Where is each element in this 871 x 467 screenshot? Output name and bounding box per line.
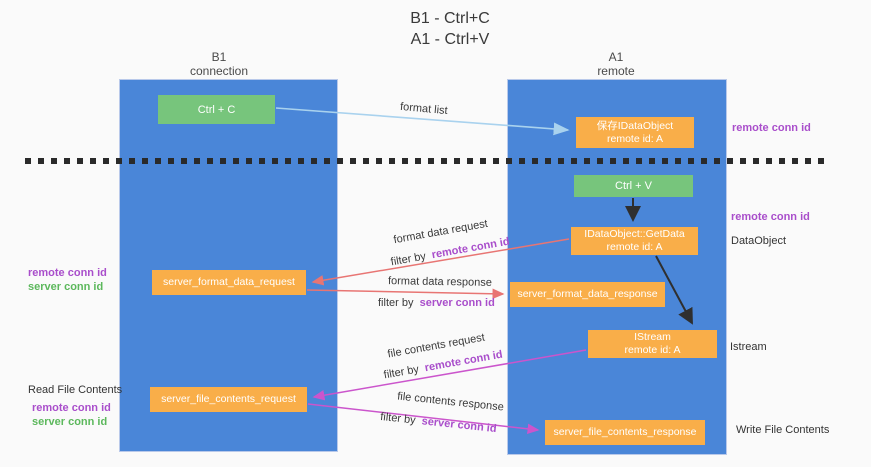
title-line-2: A1 - Ctrl+V xyxy=(410,31,490,48)
ctrl-c-label: Ctrl + C xyxy=(197,103,236,116)
filter-by-text: filter by xyxy=(389,250,427,269)
lane-b1-title: B1 xyxy=(211,50,227,64)
filter-by-text: filter by xyxy=(379,410,417,427)
annotation-write-file-contents: Write File Contents xyxy=(736,424,830,436)
server-file-contents-response-box: server_file_contents_response xyxy=(545,420,705,445)
server-conn-id-text: server conn id xyxy=(419,297,495,309)
label-filter-by-server-1: filter by server conn id xyxy=(378,297,495,309)
diagram-title: B1 - Ctrl+C A1 - Ctrl+V xyxy=(330,8,570,50)
save-dataobject-line1: 保存IDataObject xyxy=(596,119,674,132)
server-conn-id-text: server conn id xyxy=(421,415,498,436)
annotation-server-conn-id-left: server conn id xyxy=(28,281,104,293)
annotation-server-conn-id-bottom-left: server conn id xyxy=(32,416,108,428)
annotation-remote-conn-id-mid: remote conn id xyxy=(731,211,810,223)
server-format-data-response-label: server_format_data_response xyxy=(517,288,658,300)
annotation-istream: Istream xyxy=(730,341,767,353)
label-filter-by-server-2: filter by server conn id xyxy=(380,411,497,435)
getdata-line1: IDataObject::GetData xyxy=(584,228,685,240)
lane-a1-subtitle: remote xyxy=(597,64,635,78)
server-file-contents-response-label: server_file_contents_response xyxy=(553,426,697,438)
title-line-1: B1 - Ctrl+C xyxy=(410,10,490,27)
getdata-box: IDataObject::GetData remote id: A xyxy=(571,227,698,255)
annotation-read-file-contents: Read File Contents xyxy=(28,384,123,396)
save-dataobject-box: 保存IDataObject remote id: A xyxy=(576,117,694,148)
save-dataobject-line2: remote id: A xyxy=(606,132,664,145)
server-file-contents-request-label: server_file_contents_request xyxy=(161,393,296,405)
ctrl-v-label: Ctrl + V xyxy=(615,180,652,192)
lane-header-a1: A1 remote xyxy=(507,50,725,78)
getdata-line2: remote id: A xyxy=(606,241,663,253)
filter-by-text: filter by xyxy=(382,363,420,382)
istream-line2: remote id: A xyxy=(624,344,681,356)
phase-separator-dashed-line xyxy=(25,158,831,164)
istream-line1: IStream xyxy=(634,331,671,343)
label-format-list: format list xyxy=(399,100,449,118)
server-format-data-request-label: server_format_data_request xyxy=(163,276,295,288)
annotation-remote-conn-id-top: remote conn id xyxy=(732,122,811,134)
ctrl-c-box: Ctrl + C xyxy=(158,95,275,124)
annotation-remote-conn-id-bottom-left: remote conn id xyxy=(32,402,111,414)
lane-header-b1: B1 connection xyxy=(119,50,319,78)
lane-b1-subtitle: connection xyxy=(189,64,249,78)
remote-conn-id-text: remote conn id xyxy=(430,235,511,262)
ctrl-v-box: Ctrl + V xyxy=(574,175,693,197)
label-format-data-response: format data response xyxy=(387,275,493,289)
istream-box: IStream remote id: A xyxy=(588,330,717,358)
annotation-remote-conn-id-left: remote conn id xyxy=(28,267,107,279)
filter-by-text: filter by xyxy=(378,297,414,309)
lane-a1-title: A1 xyxy=(608,50,624,64)
server-file-contents-request-box: server_file_contents_request xyxy=(150,387,307,412)
server-format-data-request-box: server_format_data_request xyxy=(152,270,306,295)
annotation-dataobject: DataObject xyxy=(731,235,787,247)
server-format-data-response-box: server_format_data_response xyxy=(510,282,665,307)
label-file-contents-response: file contents response xyxy=(396,390,505,414)
remote-conn-id-text: remote conn id xyxy=(423,348,504,375)
